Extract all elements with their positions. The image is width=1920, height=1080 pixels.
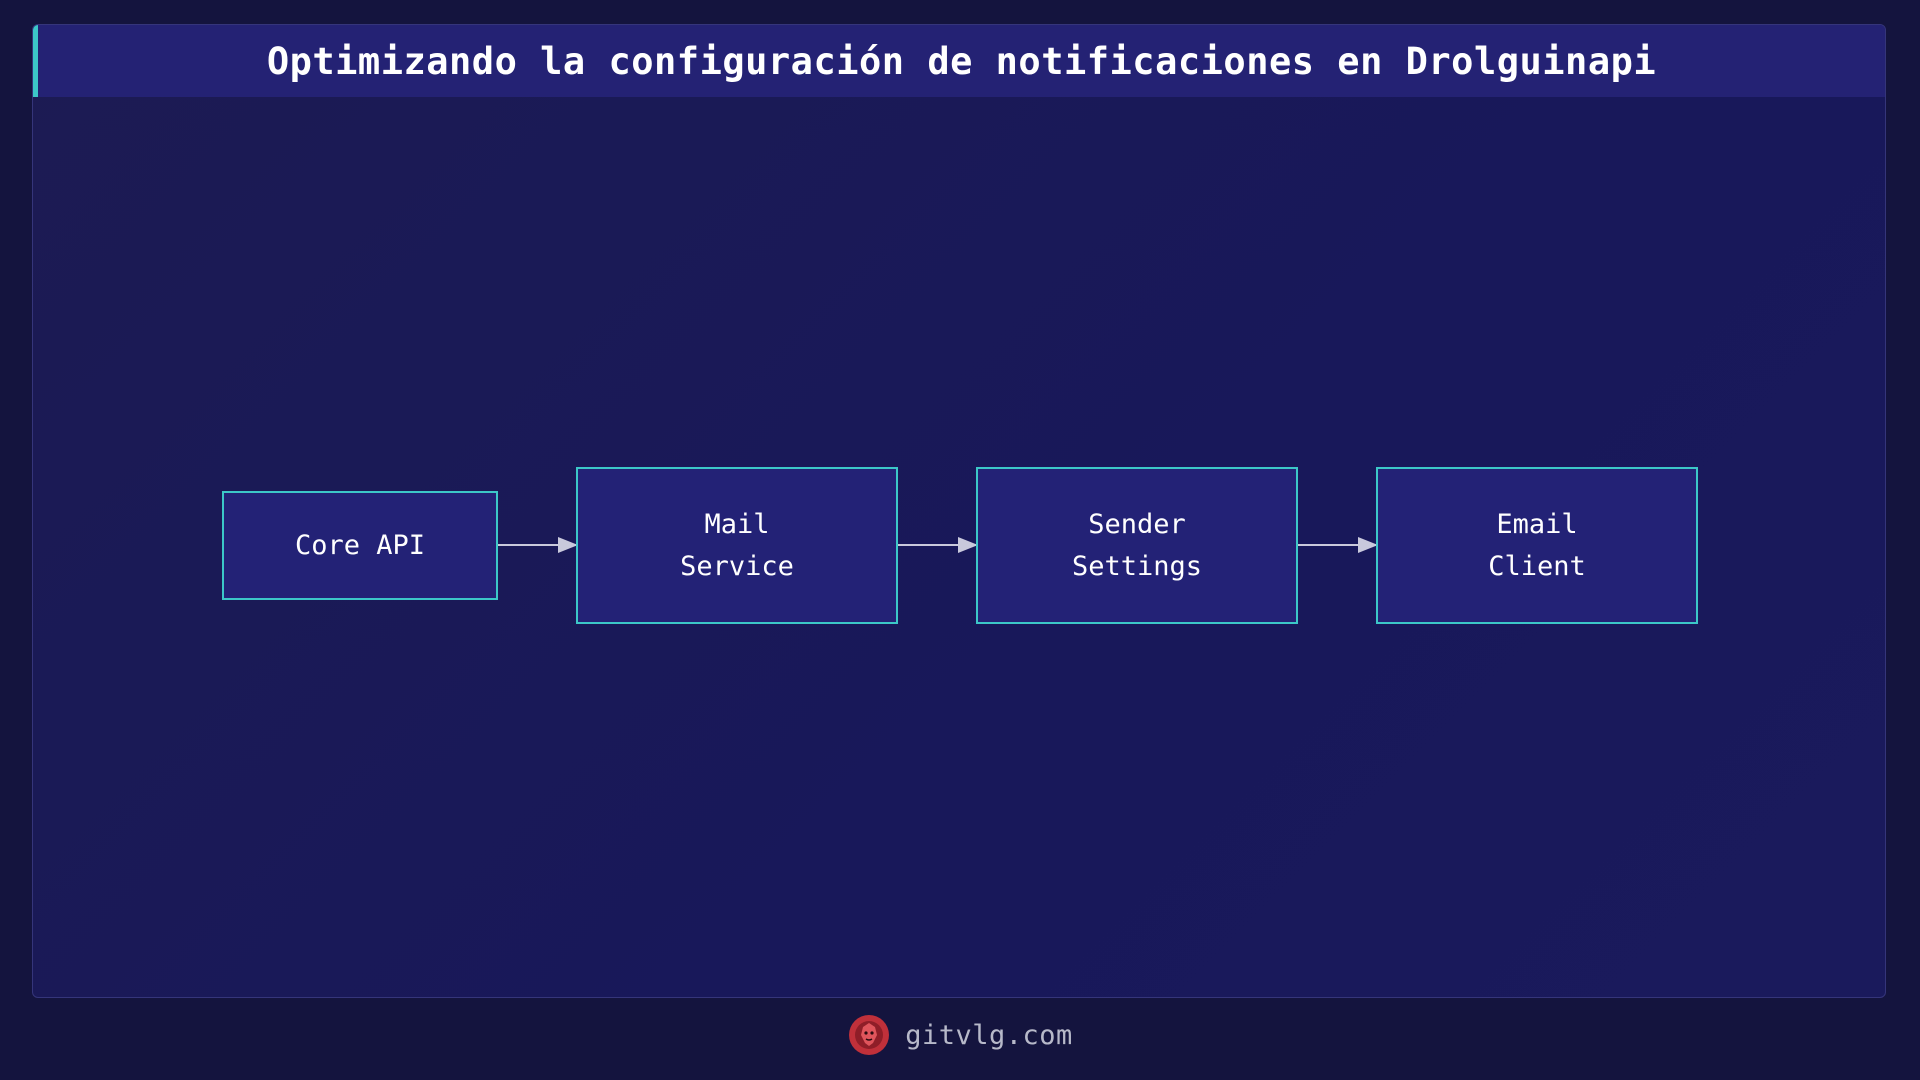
node-email-client-label: Email Client [1488,508,1586,582]
footer-site-link[interactable]: gitvlg.com [905,1019,1073,1051]
node-mail-service-label: Mail Service [680,508,794,582]
node-mail-service: Mail Service [576,467,898,624]
node-sender-settings: Sender Settings [976,467,1298,624]
page-title: Optimizando la configuración de notifica… [266,39,1657,83]
node-email-client: Email Client [1376,467,1698,624]
node-core-api: Core API [222,491,498,600]
node-sender-settings-label: Sender Settings [1071,508,1203,582]
lion-logo-icon [849,1015,890,1055]
node-core-api-label: Core API [294,529,426,561]
title-bar: Optimizando la configuración de notifica… [33,25,1885,97]
footer: gitvlg.com [0,1010,1920,1060]
